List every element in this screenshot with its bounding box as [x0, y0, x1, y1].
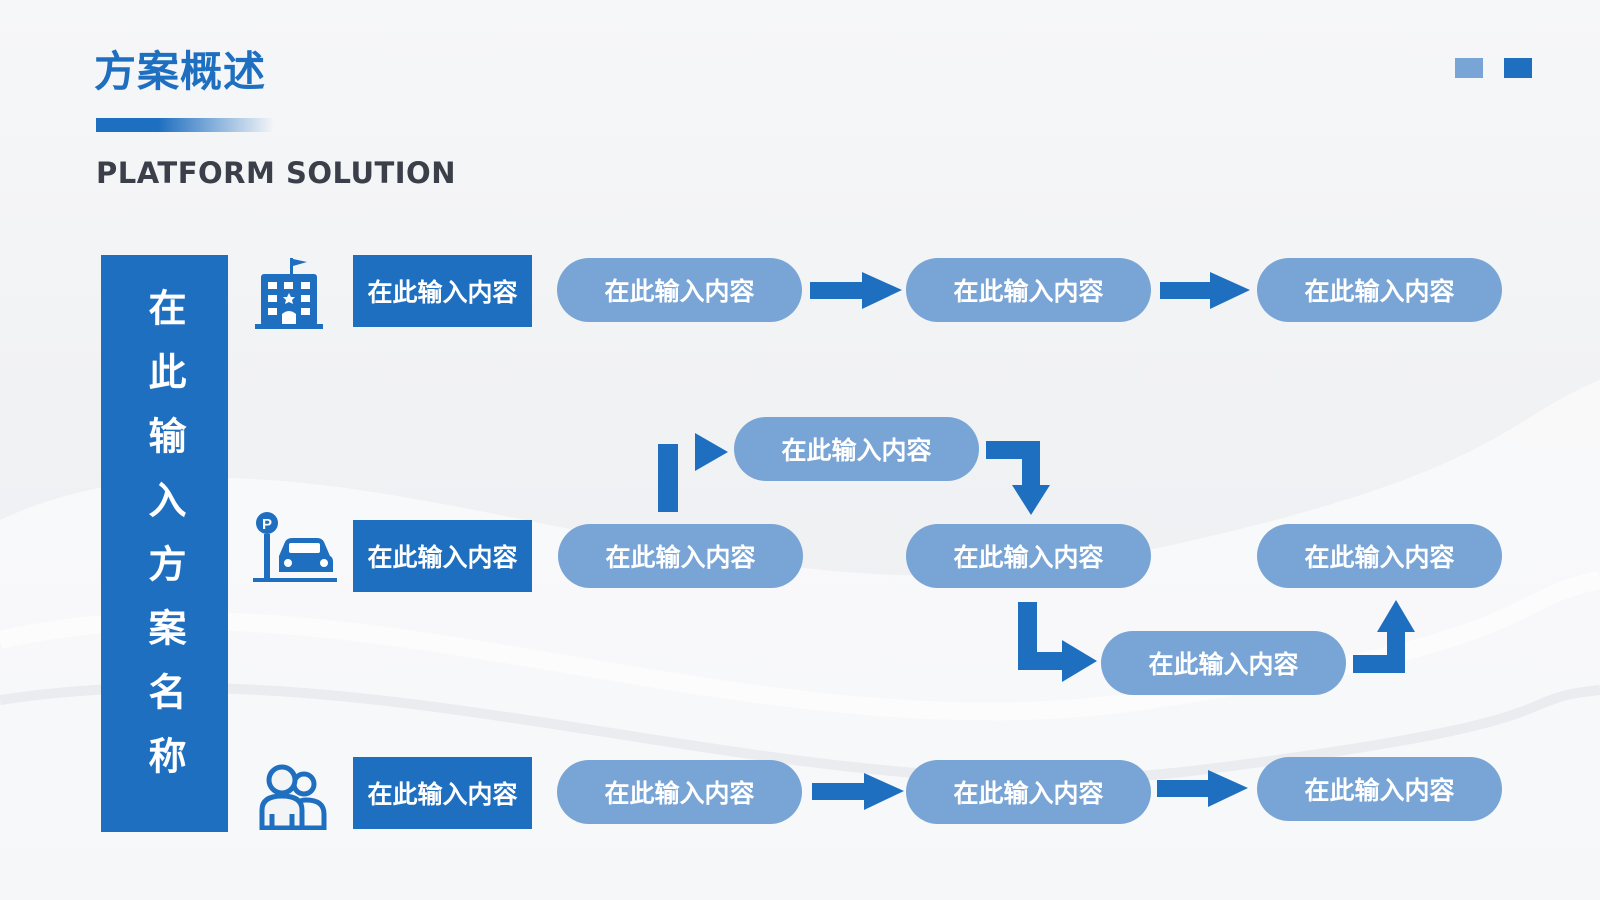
row3-step3: 在此输入内容: [1257, 757, 1502, 821]
arrow-row3-2: [1157, 770, 1248, 807]
row3-label: 在此输入内容: [353, 757, 532, 829]
row2-step2: 在此输入内容: [734, 417, 979, 481]
arrow-row1-2: [1160, 272, 1250, 309]
hospital-building-icon: [255, 258, 323, 329]
arrow-row2-up-right: [658, 433, 728, 512]
row3-step1: 在此输入内容: [557, 760, 802, 824]
decor-square-light: [1455, 58, 1483, 78]
solution-name-bar: 在此输入方案名称: [101, 255, 228, 832]
row1-step2: 在此输入内容: [906, 258, 1151, 322]
row1-label: 在此输入内容: [353, 255, 532, 327]
row1-step3: 在此输入内容: [1257, 258, 1502, 322]
arrow-row2-down-right: [1018, 602, 1097, 682]
arrow-row1-1: [810, 272, 902, 309]
row2-step1: 在此输入内容: [558, 524, 803, 588]
people-group-icon: [259, 764, 327, 830]
row2-step5: 在此输入内容: [1257, 524, 1502, 588]
page-subtitle: PLATFORM SOLUTION: [96, 156, 456, 190]
row2-label: 在此输入内容: [353, 520, 532, 592]
title-underline: [96, 118, 274, 132]
arrow-row2-right-down: [986, 441, 1050, 515]
row1-step1: 在此输入内容: [557, 258, 802, 322]
page-title: 方案概述: [94, 47, 267, 96]
decor-square-dark: [1504, 58, 1532, 78]
svg-text:P: P: [262, 516, 272, 533]
solution-name-text: 在此输入方案名称: [142, 287, 186, 800]
parking-car-icon: P: [253, 512, 337, 582]
arrow-row3-1: [812, 773, 904, 810]
row2-step4: 在此输入内容: [1101, 631, 1346, 695]
row2-step3: 在此输入内容: [906, 524, 1151, 588]
arrow-row2-right-up: [1353, 600, 1415, 673]
row3-step2: 在此输入内容: [906, 760, 1151, 824]
